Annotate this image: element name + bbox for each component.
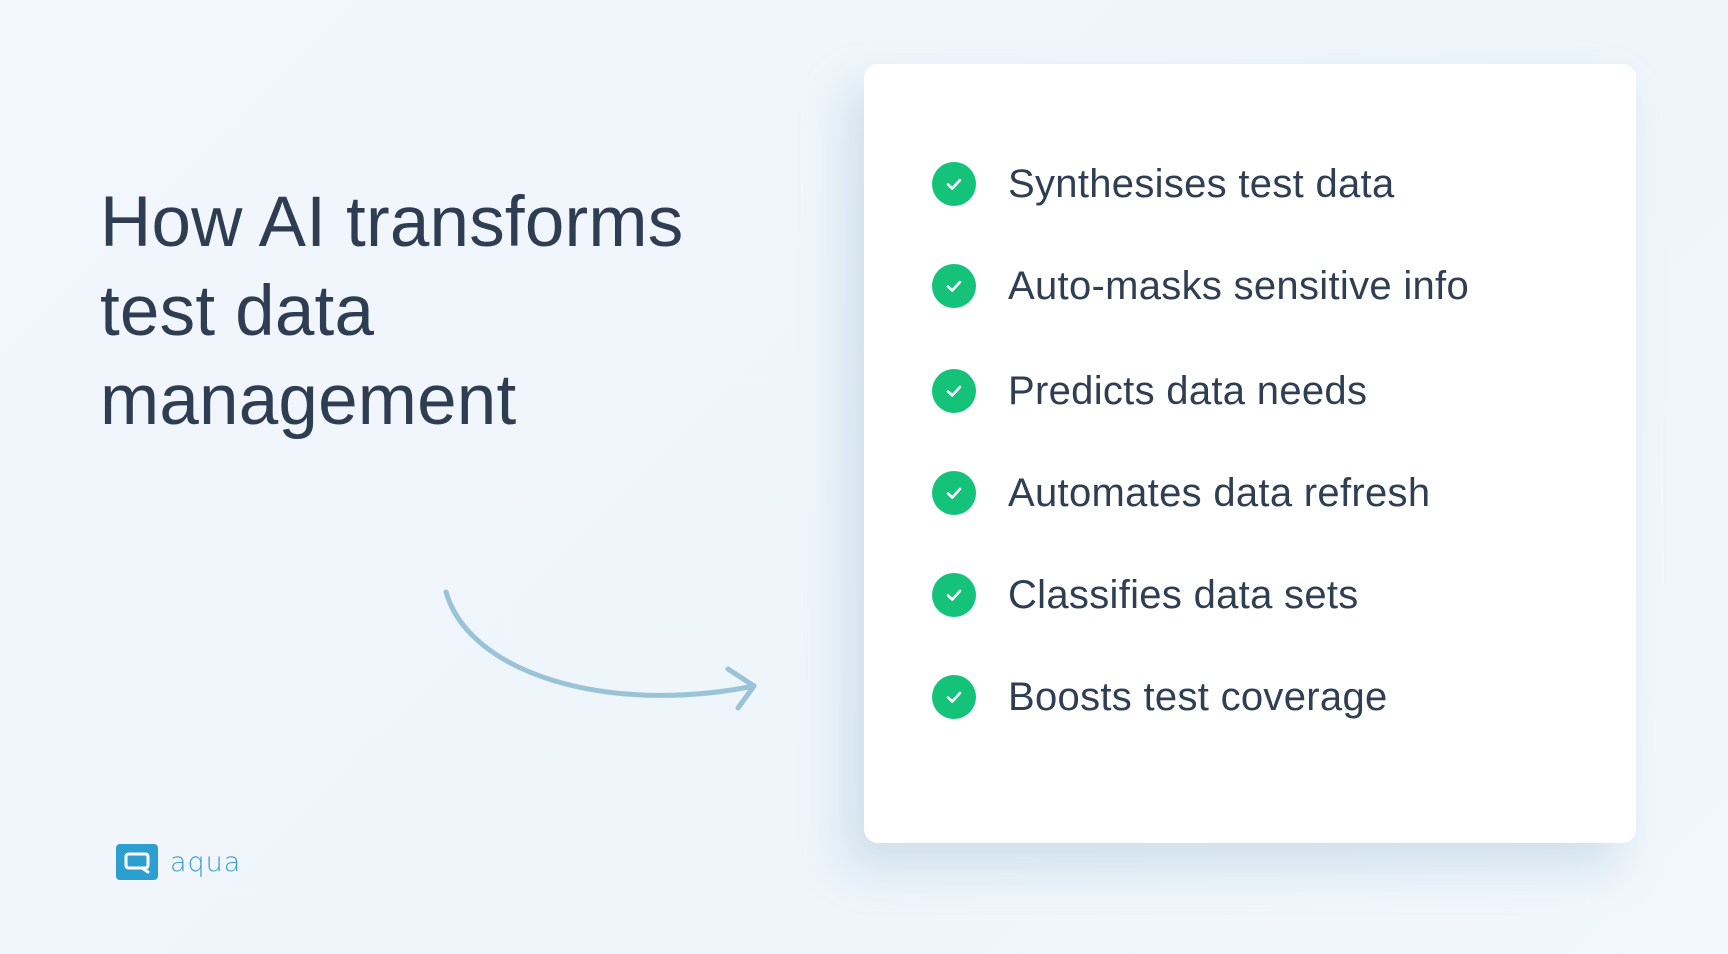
feature-item: Automates data refresh xyxy=(932,471,1469,515)
brand-name: aqua xyxy=(170,846,242,878)
check-circle-icon xyxy=(932,162,976,206)
feature-label: Automates data refresh xyxy=(1008,470,1431,515)
feature-label: Auto-masks sensitive info xyxy=(1008,263,1470,308)
feature-item: Predicts data needs xyxy=(932,369,1469,413)
headline-line-1: How AI transforms xyxy=(100,183,684,262)
check-circle-icon xyxy=(932,471,976,515)
feature-item: Auto-masks sensitive info xyxy=(932,264,1469,308)
feature-item: Classifies data sets xyxy=(932,573,1469,617)
check-circle-icon xyxy=(932,369,976,413)
check-circle-icon xyxy=(932,675,976,719)
feature-list: Synthesises test data Auto-masks sensiti… xyxy=(932,162,1469,777)
check-circle-icon xyxy=(932,573,976,617)
feature-label: Classifies data sets xyxy=(1008,572,1359,617)
feature-label: Predicts data needs xyxy=(1008,368,1368,413)
headline-line-3: management xyxy=(100,361,517,440)
check-circle-icon xyxy=(932,264,976,308)
feature-item: Synthesises test data xyxy=(932,162,1469,206)
feature-label: Boosts test coverage xyxy=(1008,674,1388,719)
headline-line-2: test data xyxy=(100,272,375,351)
aqua-logo-icon xyxy=(116,844,158,880)
feature-item: Boosts test coverage xyxy=(932,675,1469,719)
feature-label: Synthesises test data xyxy=(1008,161,1395,206)
headline: How AI transforms test data management xyxy=(100,178,683,445)
curved-arrow-icon xyxy=(443,589,757,711)
brand-logo: aqua xyxy=(116,844,241,880)
features-card: Synthesises test data Auto-masks sensiti… xyxy=(864,64,1636,843)
